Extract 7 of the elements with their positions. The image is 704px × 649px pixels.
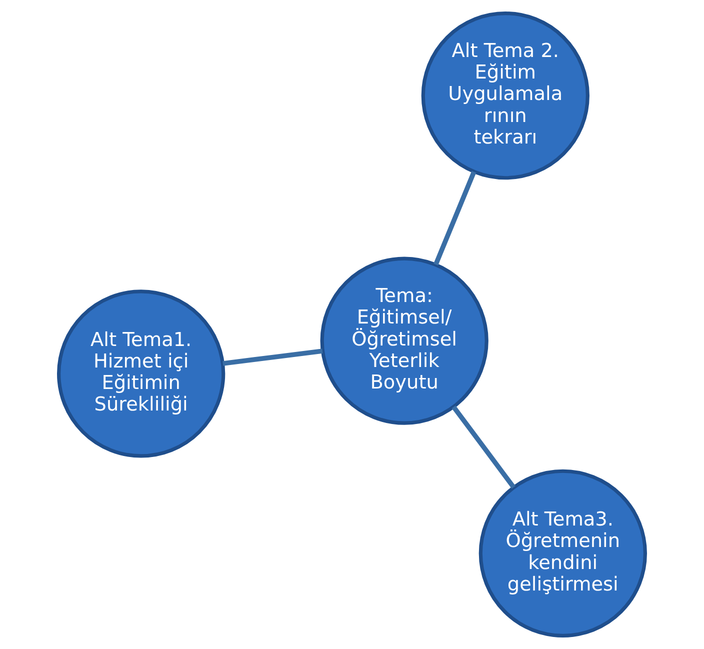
node-circle: Alt Tema3. Öğretmenin kendini geliştirmesi [478,469,647,638]
node-circle: Alt Tema 2. Eğitim Uygulamala rının tekrarı [421,12,590,180]
connector [222,348,323,366]
connector [434,170,476,266]
node-circle: Tema: Eğitimsel/ Öğretimsel Yeterlik Boyutu [320,256,488,425]
connector [452,405,516,489]
node-circle: Alt Tema1. Hizmet içi Eğitimin Sürekliliği [57,290,226,458]
